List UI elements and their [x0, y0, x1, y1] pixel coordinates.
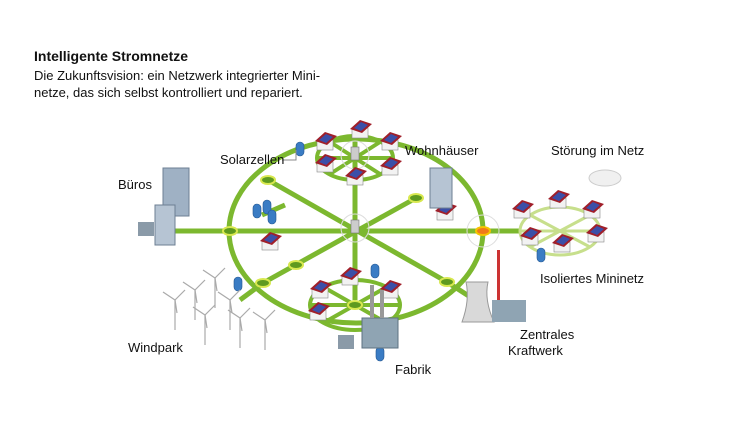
- label-solar: Solarzellen: [220, 152, 285, 167]
- grid-nodes: [222, 175, 455, 310]
- label-wind: Windpark: [128, 340, 183, 355]
- factory-icon: [338, 285, 399, 349]
- label-factory: Fabrik: [395, 362, 432, 377]
- label-isolated: Isoliertes Mininetz: [540, 271, 645, 286]
- subtitle-line-1: Die Zukunftsvision: ein Netzwerk integri…: [34, 68, 321, 83]
- diagram-subtitle: Die Zukunftsvision: ein Netzwerk integri…: [34, 67, 334, 101]
- label-fault: Störung im Netz: [551, 143, 645, 158]
- subtitle-line-2: netze, das sich selbst kontrolliert und …: [34, 85, 303, 100]
- label-homes: Wohnhäuser: [405, 143, 479, 158]
- fault-node: [466, 214, 500, 248]
- label-plant-line-1: Zentrales: [520, 327, 575, 342]
- label-plant: Zentrales Kraftwerk: [508, 327, 575, 359]
- office-buildings-icon: [138, 167, 453, 246]
- label-offices: Büros: [118, 177, 152, 192]
- power-plant-icon: [461, 250, 526, 323]
- label-plant-line-2: Kraftwerk: [508, 343, 563, 358]
- solar-leader-line: [282, 150, 297, 161]
- diagram-title: Intelligente Stromnetze: [34, 48, 189, 64]
- cloud-icon: [588, 169, 622, 187]
